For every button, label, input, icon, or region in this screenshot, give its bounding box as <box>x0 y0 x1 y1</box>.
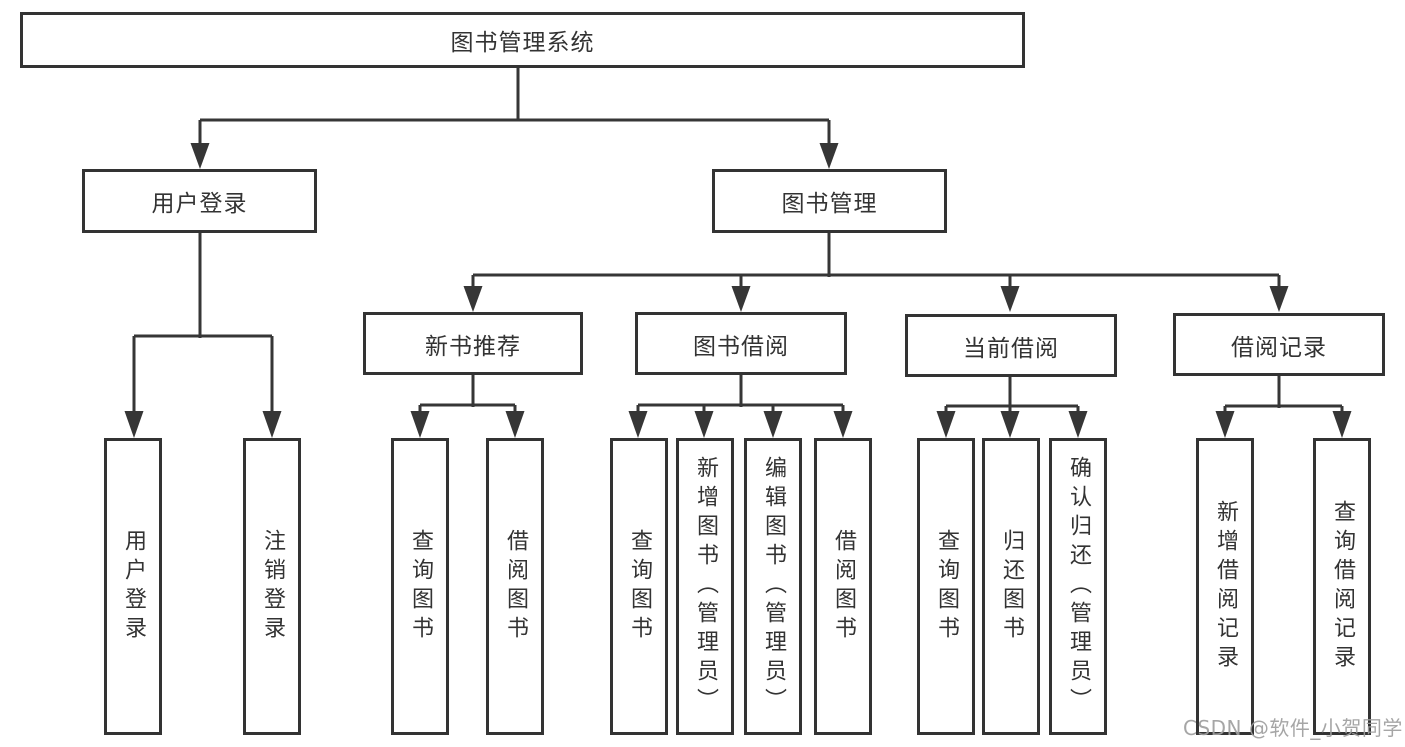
leaf-query-books-borrowing: 查询图书 <box>610 438 668 735</box>
node-label: 用户登录 <box>151 191 248 217</box>
node-label: 图书借阅 <box>693 333 789 360</box>
leaf-edit-book-admin: 编辑图书（管理员） <box>744 438 802 735</box>
leaf-label: 归还图书 <box>999 528 1024 645</box>
leaf-label: 确认归还（管理员） <box>1066 456 1091 717</box>
node-label: 借阅记录 <box>1231 334 1327 361</box>
node-book-management: 图书管理 <box>712 169 947 233</box>
node-borrowing-records: 借阅记录 <box>1173 313 1385 376</box>
node-book-borrowing: 图书借阅 <box>635 312 847 375</box>
leaf-label: 注销登录 <box>260 528 285 645</box>
node-user-login: 用户登录 <box>82 169 317 233</box>
leaf-label: 查询借阅记录 <box>1330 499 1355 674</box>
leaf-label: 新增借阅记录 <box>1213 499 1238 674</box>
leaf-query-books-current: 查询图书 <box>917 438 975 735</box>
leaf-user-login: 用户登录 <box>104 438 162 735</box>
leaf-query-books-recommend: 查询图书 <box>391 438 449 735</box>
node-label: 图书管理系统 <box>450 30 595 56</box>
leaf-label: 借阅图书 <box>831 528 856 645</box>
watermark: CSDN @软件_小贺同学 <box>1183 716 1403 740</box>
node-label: 当前借阅 <box>963 335 1059 362</box>
leaf-confirm-return-admin: 确认归还（管理员） <box>1049 438 1107 735</box>
leaf-label: 查询图书 <box>934 528 959 645</box>
leaf-logout: 注销登录 <box>243 438 301 735</box>
node-new-book-recommendation: 新书推荐 <box>363 312 583 375</box>
node-library-management-system: 图书管理系统 <box>20 12 1025 68</box>
leaf-borrow-books-recommend: 借阅图书 <box>486 438 544 735</box>
leaf-add-borrow-record: 新增借阅记录 <box>1196 438 1254 735</box>
leaf-label: 用户登录 <box>121 528 146 645</box>
leaf-borrow-books-borrowing: 借阅图书 <box>814 438 872 735</box>
node-label: 新书推荐 <box>425 333 521 360</box>
leaf-label: 查询图书 <box>408 528 433 645</box>
leaf-add-book-admin: 新增图书（管理员） <box>676 438 734 735</box>
node-current-borrowing: 当前借阅 <box>905 314 1117 377</box>
leaf-query-borrow-record: 查询借阅记录 <box>1313 438 1371 735</box>
leaf-label: 查询图书 <box>627 528 652 645</box>
leaf-label: 编辑图书（管理员） <box>761 456 786 717</box>
leaf-label: 新增图书（管理员） <box>693 456 718 717</box>
node-label: 图书管理 <box>781 191 878 217</box>
leaf-label: 借阅图书 <box>503 528 528 645</box>
leaf-return-books: 归还图书 <box>982 438 1040 735</box>
